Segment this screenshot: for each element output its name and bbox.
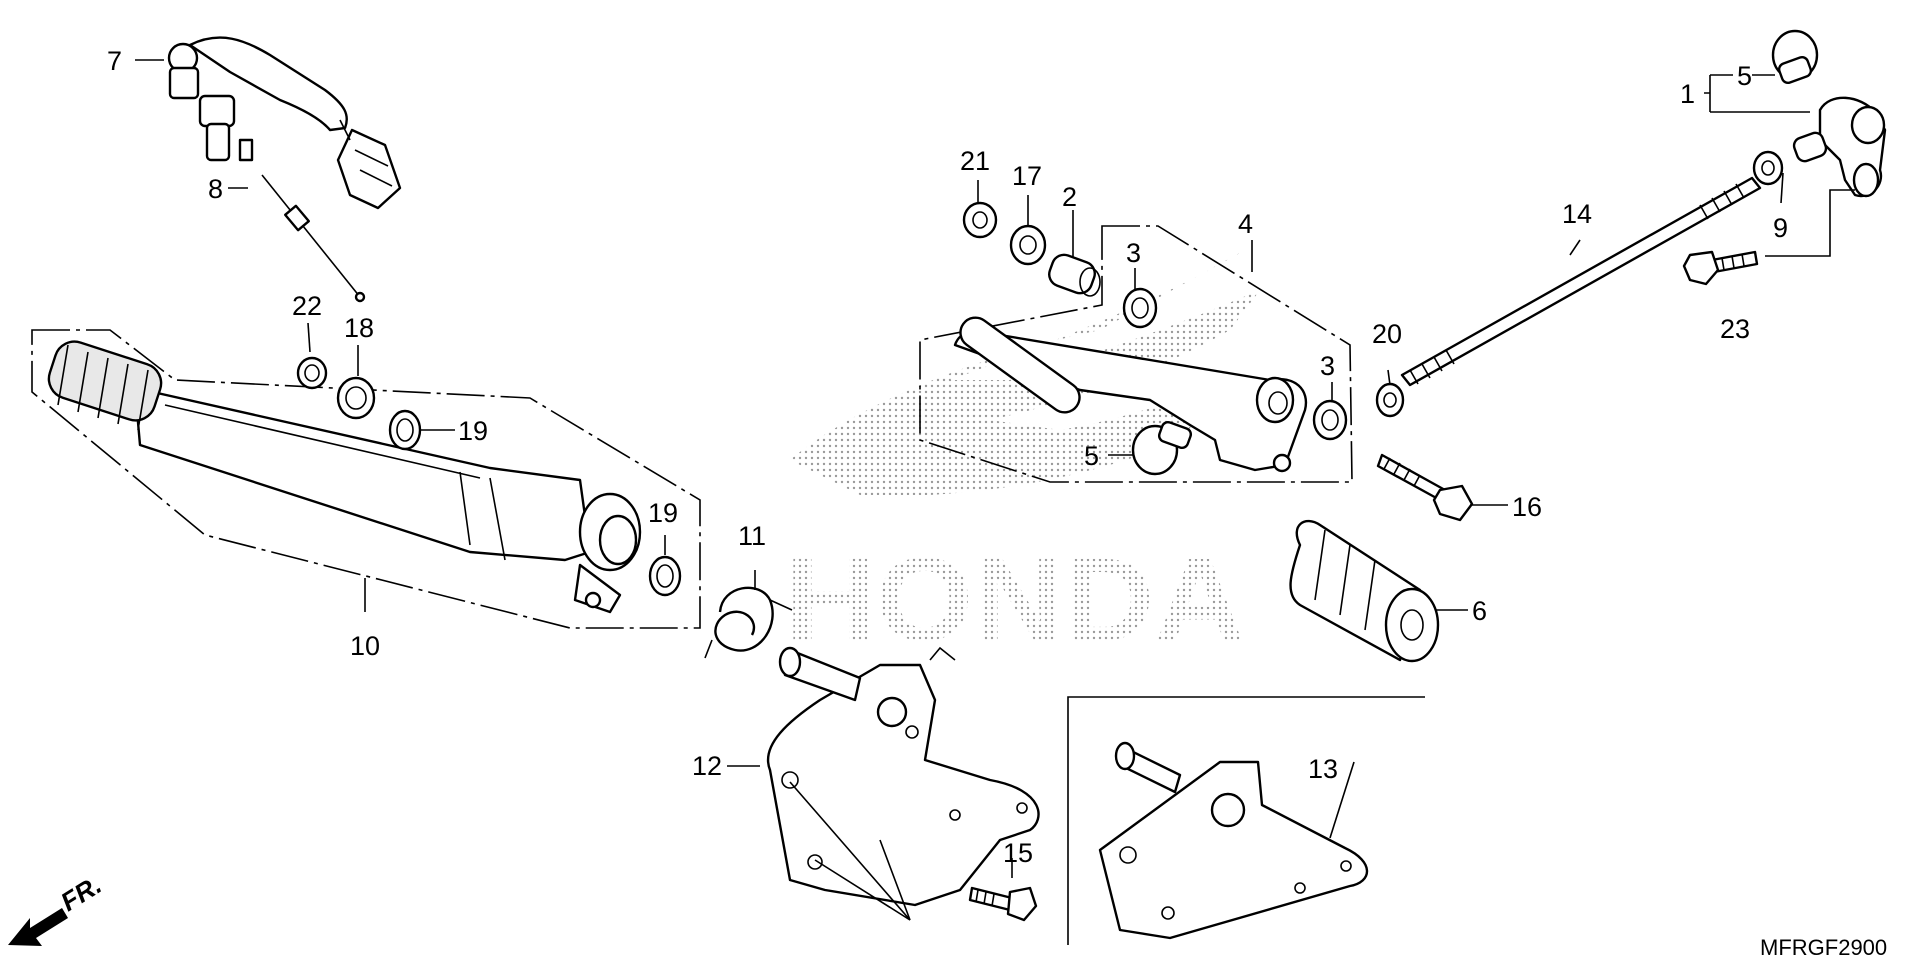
callout-6: 6 <box>1472 596 1487 626</box>
callout-16: 16 <box>1512 492 1542 522</box>
callout-labels: 1 5 9 23 14 20 21 17 2 3 4 3 5 16 6 13 1… <box>107 46 1788 868</box>
callout-3-lower: 3 <box>1320 351 1335 381</box>
callout-11: 11 <box>738 521 766 551</box>
shift-arm-assembly-outline <box>919 225 1353 483</box>
honda-wordmark: HONDA <box>785 534 1245 666</box>
callout-5-lower: 5 <box>1084 441 1099 471</box>
callout-15: 15 <box>1003 838 1033 868</box>
pedal-assembly-outline <box>31 329 701 629</box>
callout-19-upper: 19 <box>458 416 488 446</box>
joint-part-5-lower <box>1131 420 1193 476</box>
callout-7: 7 <box>107 46 122 76</box>
washer-part-18 <box>336 376 376 420</box>
leader-lines <box>135 59 1855 921</box>
return-spring-part-11 <box>704 586 793 659</box>
seal-part-3-upper <box>1122 287 1158 329</box>
shift-arm-part-4 <box>953 316 1308 473</box>
gearshift-pedal-part-10 <box>47 340 642 614</box>
callout-3-upper: 3 <box>1126 238 1141 268</box>
shift-rod-part-14 <box>1400 176 1762 387</box>
washer-part-17 <box>1009 224 1047 266</box>
callout-21: 21 <box>960 146 990 176</box>
tie-rod-end-part-1 <box>1752 29 1887 198</box>
callout-9: 9 <box>1773 213 1788 243</box>
seal-part-3-lower <box>1312 399 1348 441</box>
callout-8: 8 <box>208 174 223 204</box>
assembly-outlines <box>31 225 1353 629</box>
collar-part-2 <box>1048 253 1101 297</box>
bracket-part-13 <box>1098 741 1369 940</box>
callout-2: 2 <box>1062 182 1077 212</box>
front-direction-marker: FR. <box>8 869 107 946</box>
front-arrow-icon <box>8 908 68 946</box>
callout-20: 20 <box>1372 319 1402 349</box>
callout-12: 12 <box>692 751 722 781</box>
peg-rubber-part-6 <box>1289 519 1440 663</box>
honda-watermark: HONDA <box>785 250 1260 666</box>
nut-part-20 <box>1375 382 1405 418</box>
shift-switch-part-7 <box>167 36 402 210</box>
callout-22: 22 <box>292 291 322 321</box>
callout-14: 14 <box>1562 199 1592 229</box>
callout-10: 10 <box>350 631 380 661</box>
callout-5-upper: 5 <box>1737 61 1752 91</box>
bolt-part-23 <box>1682 250 1759 286</box>
bolt-part-15 <box>968 886 1038 922</box>
callout-1: 1 <box>1680 79 1695 109</box>
bolt-part-16 <box>1376 453 1474 522</box>
drawing-code: MFRGF2900 <box>1760 935 1887 960</box>
seal-part-19-lower <box>648 555 682 597</box>
nut-part-21 <box>962 201 998 239</box>
callout-23: 23 <box>1720 314 1750 344</box>
callout-19-lower: 19 <box>648 498 678 528</box>
circlip-part-22 <box>296 356 328 390</box>
bracket-part-12 <box>767 646 1040 907</box>
callout-17: 17 <box>1012 161 1042 191</box>
inset-frame <box>1067 696 1425 945</box>
callout-13: 13 <box>1308 754 1338 784</box>
seal-part-19-upper <box>388 409 422 451</box>
callout-4: 4 <box>1238 209 1253 239</box>
switch-pin-part-8 <box>261 174 366 303</box>
callout-18: 18 <box>344 313 374 343</box>
